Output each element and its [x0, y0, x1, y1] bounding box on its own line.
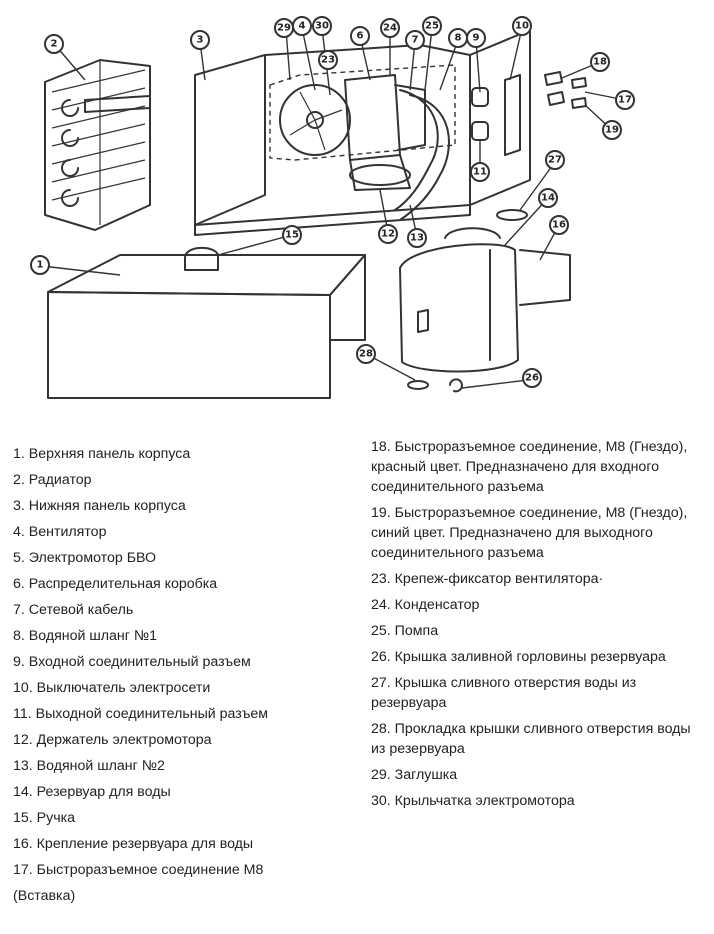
legend-item: 11. Выходной соединительный разъем	[13, 706, 268, 722]
svg-text:24: 24	[383, 23, 397, 34]
callout-18: 18	[590, 52, 610, 72]
callout-19: 19	[602, 120, 622, 140]
legend-item: 19. Быстроразъемное соединение, М8 (Гнез…	[371, 505, 688, 561]
svg-text:30: 30	[315, 21, 329, 32]
callout-13: 13	[407, 228, 427, 248]
legend-item: 8. Водяной шланг №1	[13, 628, 157, 644]
callout-10: 10	[512, 16, 532, 36]
svg-text:28: 28	[359, 349, 373, 360]
callout-2: 2	[44, 34, 64, 54]
legend-item: 15. Ручка	[13, 810, 76, 826]
legend-item: 29. Заглушка	[371, 767, 458, 783]
handle-part	[184, 246, 219, 271]
callout-30: 30	[312, 16, 332, 36]
legend-item: 18. Быстроразъемное соединение, М8 (Гнез…	[371, 439, 688, 495]
exploded-view-diagram: 1 2 3 29 4 30 23 6 24 7 25 8 9 10 18 17 …	[0, 0, 714, 420]
legend-item: 1. Верхняя панель корпуса	[13, 446, 191, 462]
callout-1: 1	[30, 255, 50, 275]
callout-29: 29	[274, 18, 294, 38]
legend-item: 10. Выключатель электросети	[13, 680, 211, 696]
leader-lines	[41, 27, 626, 381]
exploded-view-drawing: 1 2 3 29 4 30 23 6 24 7 25 8 9 10 18 17 …	[30, 16, 635, 399]
svg-text:19: 19	[605, 125, 619, 136]
legend-item: 13. Водяной шланг №2	[13, 758, 165, 774]
svg-text:18: 18	[593, 57, 607, 68]
legend-item: 30. Крыльчатка электромотора	[371, 793, 575, 809]
caps-part	[407, 209, 529, 393]
callout-16: 16	[549, 215, 569, 235]
quick-connectors-part	[544, 71, 587, 109]
callout-28: 28	[356, 344, 376, 364]
callout-7: 7	[405, 30, 425, 50]
legend-item: 3. Нижняя панель корпуса	[13, 498, 186, 514]
svg-text:1: 1	[37, 260, 44, 271]
legend-item: 26. Крышка заливной горловины резервуара	[371, 649, 666, 665]
svg-text:11: 11	[473, 167, 487, 178]
callout-15: 15	[282, 225, 302, 245]
svg-text:4: 4	[299, 21, 306, 32]
legend-item: 17. Быстроразъемное соединение М8	[13, 862, 264, 878]
legend-item: (Вставка)	[13, 888, 76, 904]
legend-item: 16. Крепление резервуара для воды	[13, 836, 254, 852]
top-cover-part	[47, 254, 366, 399]
lower-panel-part	[194, 29, 531, 236]
svg-text:14: 14	[541, 193, 555, 204]
legend-item: 6. Распределительная коробка	[13, 576, 218, 592]
callout-11: 11	[470, 162, 490, 182]
svg-text:17: 17	[618, 95, 632, 106]
svg-text:2: 2	[51, 39, 58, 50]
parts-legend-right: 18. Быстроразъемное соединение, М8 (Гнез…	[371, 437, 705, 817]
svg-text:6: 6	[357, 31, 364, 42]
legend-item: 7. Сетевой кабель	[13, 602, 134, 618]
callout-17: 17	[615, 90, 635, 110]
callout-27: 26	[522, 368, 542, 388]
legend-item: 12. Держатель электромотора	[13, 732, 212, 748]
svg-text:27: 27	[548, 155, 562, 166]
legend-item: 2. Радиатор	[13, 472, 92, 488]
callout-26: 27	[545, 150, 565, 170]
svg-text:29: 29	[277, 23, 291, 34]
svg-text:9: 9	[473, 33, 480, 44]
callout-8: 8	[448, 28, 468, 48]
svg-text:23: 23	[321, 55, 335, 66]
legend-item: 24. Конденсатор	[371, 597, 480, 613]
callout-12: 12	[378, 224, 398, 244]
legend-item: 25. Помпа	[371, 623, 439, 639]
legend-item: 4. Вентилятор	[13, 524, 107, 540]
legend-item: 9. Входной соединительный разъем	[13, 654, 251, 670]
svg-text:16: 16	[552, 220, 566, 231]
svg-text:10: 10	[515, 21, 529, 32]
callout-25: 25	[422, 16, 442, 36]
svg-text:26: 26	[525, 373, 539, 384]
parts-legend-left: 1. Верхняя панель корпуса 2. Радиатор 3.…	[13, 441, 343, 909]
svg-text:7: 7	[412, 35, 419, 46]
callout-3: 3	[190, 30, 210, 50]
connectors-part	[471, 87, 489, 141]
motor-part	[344, 74, 450, 221]
callout-24: 24	[380, 18, 400, 38]
fan-part	[279, 84, 351, 156]
callout-6: 6	[350, 26, 370, 46]
legend-item: 27. Крышка сливного отверстия воды из ре…	[371, 675, 637, 711]
svg-text:12: 12	[381, 229, 395, 240]
callout-14: 14	[538, 188, 558, 208]
callout-23: 23	[318, 50, 338, 70]
callout-9: 9	[466, 28, 486, 48]
legend-item: 23. Крепеж-фиксатор вентилятора·	[371, 571, 604, 587]
water-tank-part	[399, 227, 571, 373]
svg-text:3: 3	[197, 35, 204, 46]
legend-item: 28. Прокладка крышки сливного отверстия …	[371, 721, 691, 757]
svg-text:8: 8	[455, 33, 462, 44]
svg-text:25: 25	[425, 21, 439, 32]
svg-text:15: 15	[285, 230, 299, 241]
svg-text:13: 13	[410, 233, 424, 244]
callout-4: 4	[292, 16, 312, 36]
legend-item: 14. Резервуар для воды	[13, 784, 171, 800]
legend-item: 5. Электромотор БВО	[13, 550, 157, 566]
radiator-part	[44, 59, 151, 231]
